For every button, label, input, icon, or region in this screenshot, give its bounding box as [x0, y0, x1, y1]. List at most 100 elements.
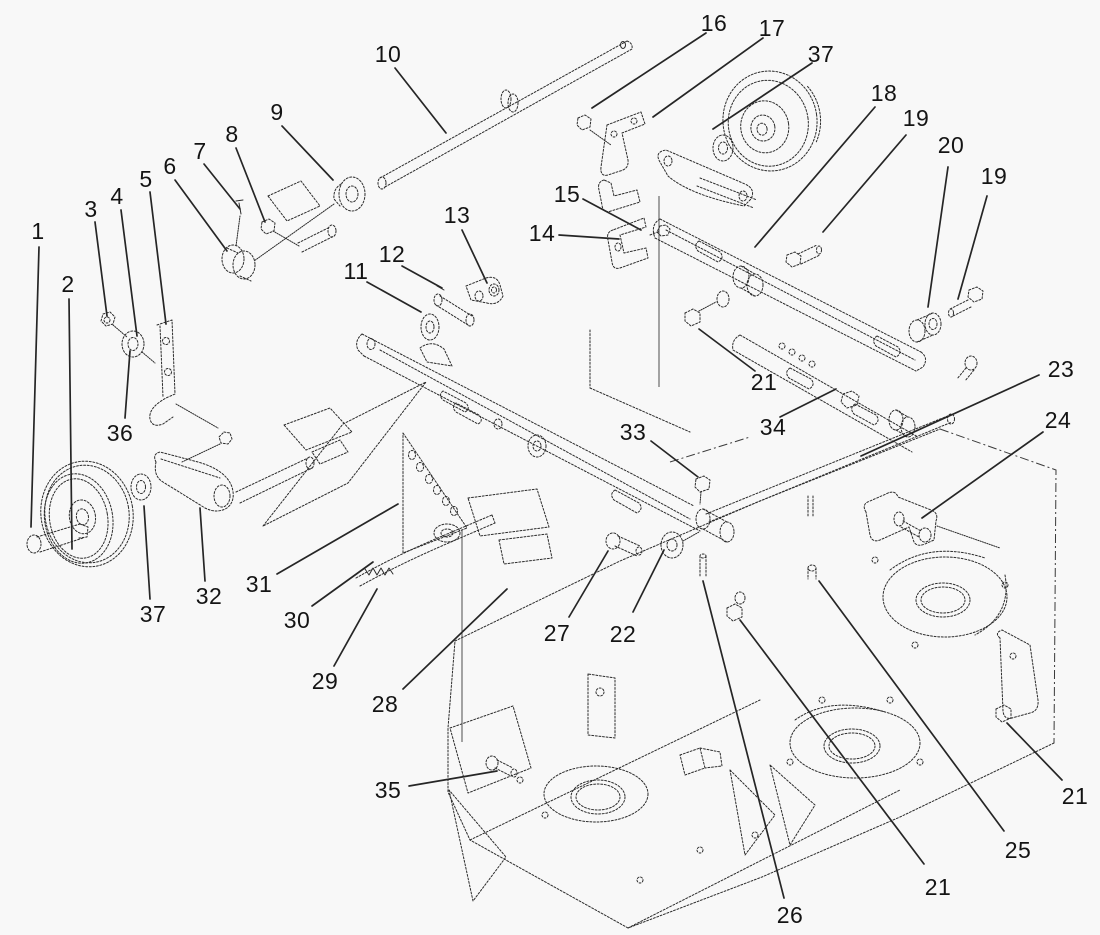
idler-pulley-37 — [722, 70, 822, 172]
part-number-label-11: 11 — [344, 258, 369, 284]
height-index-plate — [402, 432, 468, 554]
decal-plates-28 — [467, 488, 553, 565]
leader-line-16 — [591, 32, 707, 109]
part-number-label-36: 36 — [107, 420, 134, 446]
leader-line-34 — [779, 388, 837, 418]
leader-line-14 — [558, 234, 620, 240]
leader-line-15 — [582, 198, 642, 231]
leader-line-23 — [860, 374, 1040, 457]
part-number-label-10: 10 — [375, 41, 402, 67]
part-number-label-32: 32 — [196, 583, 223, 609]
deck-bracket-24 — [863, 491, 1001, 549]
part-number-label-34: 34 — [760, 414, 787, 440]
part-number-label-30: 30 — [284, 607, 311, 633]
part-number-label-27: 27 — [544, 620, 571, 646]
part-number-label-35: 35 — [375, 777, 402, 803]
part-number-label-7: 7 — [193, 138, 206, 164]
leader-line-4 — [120, 209, 138, 337]
leader-line-19 — [822, 134, 907, 233]
part-number-label-25: 25 — [1005, 837, 1032, 863]
leader-line-1 — [30, 246, 40, 528]
leader-line-20 — [927, 166, 949, 308]
bolt-19-right — [948, 286, 984, 318]
part-number-label-1: 1 — [31, 218, 44, 244]
bracket-5 — [149, 319, 219, 429]
part-number-label-37: 37 — [140, 601, 167, 627]
part-number-label-29: 29 — [312, 668, 339, 694]
part-number-label-12: 12 — [379, 241, 406, 267]
rear-channel-34 — [732, 334, 919, 453]
leader-line-21 — [698, 328, 756, 372]
leader-line-19 — [957, 195, 988, 300]
adjust-link-13 — [433, 276, 504, 327]
leader-line-7 — [203, 163, 241, 210]
caster-wheel — [40, 460, 134, 568]
nut-33 — [694, 475, 711, 505]
part-number-label-17: 17 — [759, 15, 786, 41]
bushing-6 — [221, 244, 256, 282]
front-height-channel — [356, 333, 735, 543]
part-number-label-5: 5 — [139, 166, 152, 192]
phantom-platform — [262, 381, 427, 527]
part-number-label-6: 6 — [163, 153, 176, 179]
leader-line-10 — [394, 67, 447, 134]
part-number-label-19: 19 — [981, 163, 1008, 189]
leader-line-27 — [568, 550, 609, 618]
spacer-20 — [908, 312, 942, 343]
nut-21-center — [726, 591, 746, 622]
trunnion-9 — [253, 176, 366, 262]
washer-22 — [660, 531, 700, 559]
part-number-label-15: 15 — [554, 181, 581, 207]
leader-line-3 — [94, 221, 108, 317]
leader-line-30 — [311, 561, 374, 607]
part-number-label-28: 28 — [372, 691, 399, 717]
part-number-label-18: 18 — [871, 80, 898, 106]
part-number-label-21: 21 — [925, 874, 952, 900]
leader-line-18 — [754, 106, 876, 248]
side-plate-right — [996, 629, 1039, 719]
part-number-label-13: 13 — [444, 202, 471, 228]
bolt-19-left — [785, 244, 822, 268]
part-number-label-2: 2 — [61, 271, 74, 297]
leader-line-33 — [650, 440, 699, 478]
rod-10 — [377, 40, 633, 190]
caster-arm-32 — [154, 431, 315, 512]
part-number-label-31: 31 — [246, 571, 273, 597]
leader-line-25 — [818, 580, 1005, 832]
part-number-label-8: 8 — [225, 121, 238, 147]
leader-line-24 — [921, 431, 1044, 519]
axle-bolt — [26, 523, 89, 554]
leader-line-13 — [461, 229, 488, 284]
leader-line-37 — [712, 62, 813, 130]
part-number-label-9: 9 — [270, 99, 283, 125]
part-number-label-3: 3 — [84, 196, 97, 222]
leader-line-11 — [366, 281, 422, 313]
nut-3 — [100, 311, 128, 338]
part-number-label-37: 37 — [808, 41, 835, 67]
leader-line-12 — [401, 265, 443, 289]
part-number-label-24: 24 — [1045, 407, 1072, 433]
nut-16 — [576, 114, 612, 146]
part-number-label-19: 19 — [903, 105, 930, 131]
leader-line-26 — [702, 580, 785, 899]
mower-deck — [447, 428, 1057, 929]
height-lever-30 — [355, 514, 496, 587]
leader-line-17 — [652, 37, 764, 118]
spring-anchor-plate — [267, 180, 337, 253]
idler-arm — [657, 149, 758, 209]
leader-line-2 — [68, 298, 73, 550]
leader-line-35 — [408, 770, 498, 787]
part-number-label-21: 21 — [1062, 783, 1089, 809]
pin-7 — [235, 199, 244, 247]
bracket-17 — [598, 111, 646, 213]
washer-37 — [130, 473, 152, 501]
leader-line-29 — [333, 588, 378, 667]
leader-line-9 — [281, 125, 334, 181]
part-number-label-26: 26 — [777, 902, 804, 928]
leader-line-32 — [199, 507, 206, 582]
part-number-label-16: 16 — [701, 10, 728, 36]
leader-line-36 — [124, 350, 131, 419]
carriage-bolt-right — [956, 355, 978, 382]
